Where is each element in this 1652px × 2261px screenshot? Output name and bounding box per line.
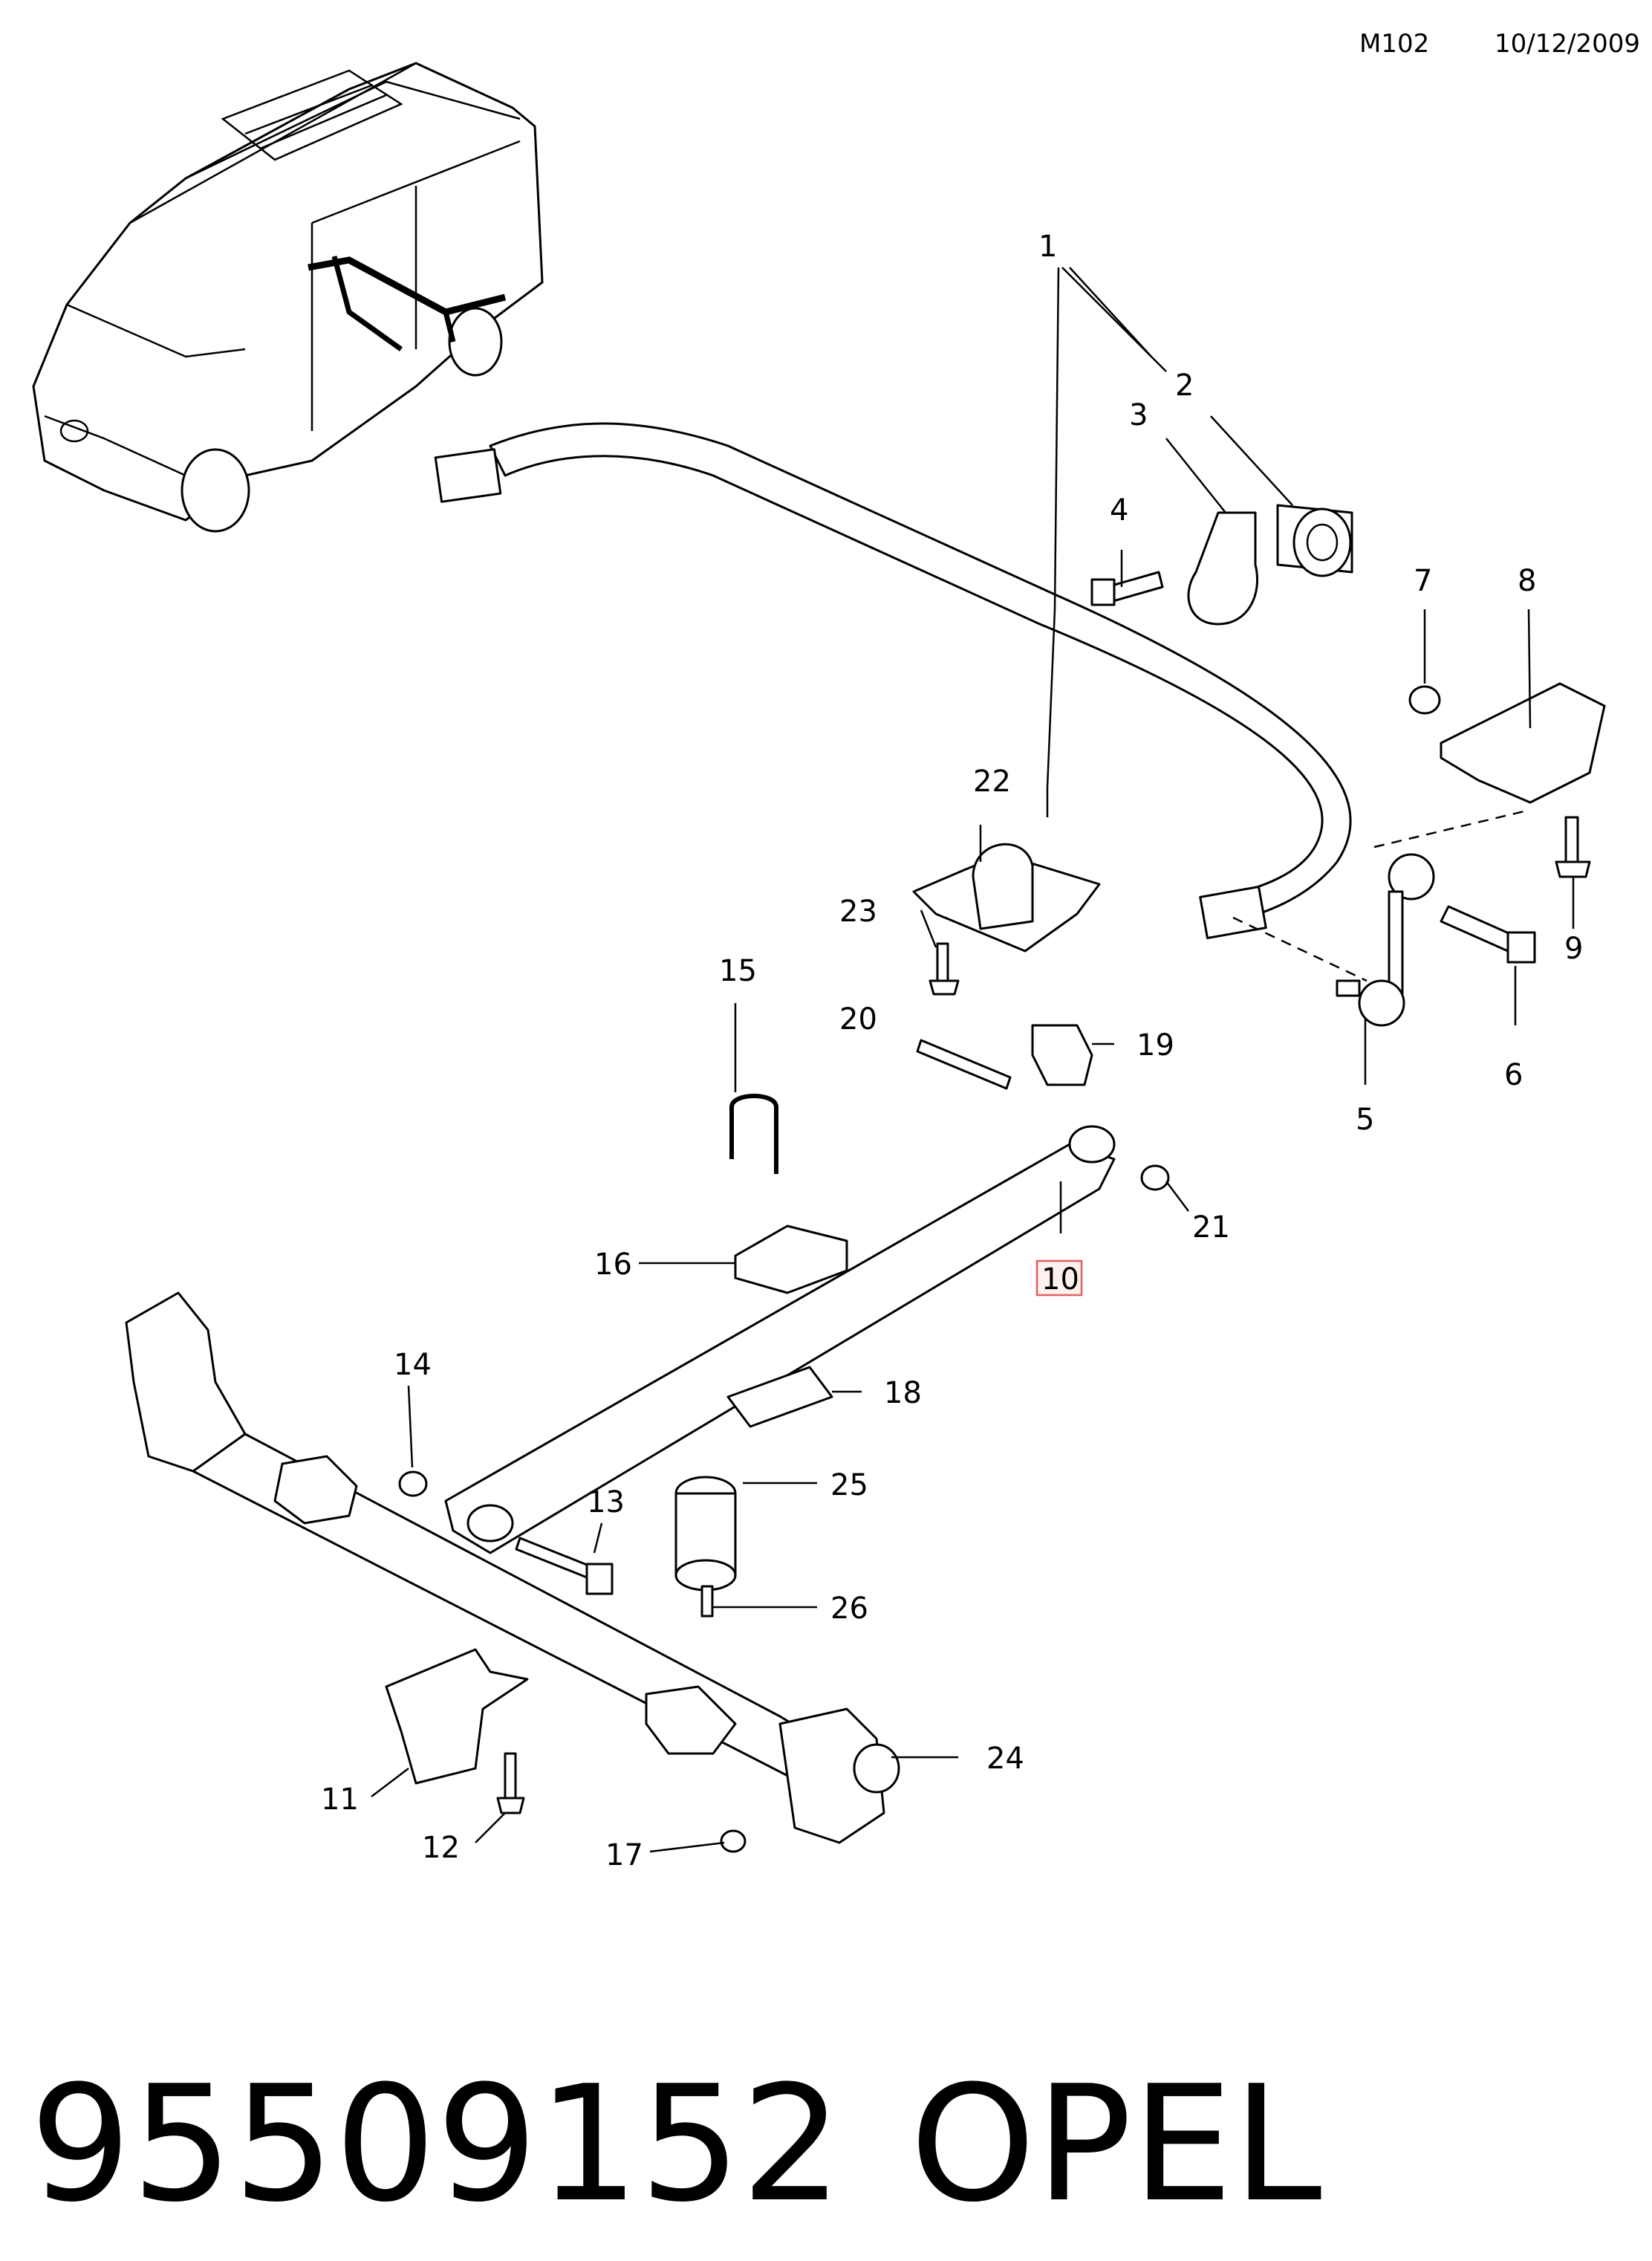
callout-15: 15 [719,954,757,988]
bar-bushing-2 [1276,504,1353,577]
callout-20: 20 [839,1002,877,1037]
nut-21 [1140,1164,1170,1191]
callout-7: 7 [1414,564,1432,598]
bolt-23 [929,942,960,996]
callout-13: 13 [587,1485,625,1519]
callout-4: 4 [1110,493,1128,528]
bolt-26 [700,1585,714,1618]
bolt-12 [496,1752,525,1814]
bolt-6 [1440,905,1536,964]
clamp-plate-22 [912,843,1101,953]
bar-clamp-3 [1187,511,1259,626]
callout-2: 2 [1175,369,1194,403]
callout-22: 22 [973,765,1011,799]
leader-lines [371,267,1575,1853]
diagram-code: M102 [1359,29,1429,59]
callout-18: 18 [884,1376,922,1410]
callout-12: 12 [422,1831,460,1865]
callout-1: 1 [1038,230,1057,264]
callout-10: 10 [1041,1262,1079,1297]
van-thumbnail [32,62,544,533]
bolt-13 [515,1537,614,1595]
pad-18 [726,1366,833,1428]
nut-14 [398,1470,428,1497]
callout-labels: 1 2 3 4 5 6 7 8 9 10 11 12 13 14 15 16 1… [321,230,1583,1872]
shackle-19 [1031,1024,1093,1086]
callout-8: 8 [1518,564,1536,598]
bolt-4 [1090,571,1164,606]
stabilizer-bar [434,422,1352,940]
callout-16: 16 [594,1248,632,1282]
callout-25: 25 [830,1468,868,1502]
bolt-9 [1555,816,1591,878]
callout-19: 19 [1136,1028,1174,1063]
brand-name: OPEL [910,2051,1322,2237]
callout-3: 3 [1129,398,1148,432]
callout-14: 14 [394,1348,432,1382]
callout-6: 6 [1504,1058,1523,1092]
callout-9: 9 [1564,932,1583,966]
link-dashes [1232,808,1531,982]
callout-26: 26 [830,1592,868,1626]
callout-10-highlight [1035,1259,1083,1297]
callout-24: 24 [986,1742,1024,1776]
callout-17: 17 [605,1838,643,1872]
part-number: 95509152 [30,2051,842,2237]
nut-17 [720,1829,747,1853]
axle-beam [125,1291,900,1844]
callout-21: 21 [1192,1210,1230,1245]
stabilizer-link-5 [1336,853,1435,1027]
leaf-spring-10 [444,1125,1116,1554]
callout-23: 23 [839,895,877,929]
mount-bracket-11 [385,1648,529,1785]
u-bolt-15 [729,1094,778,1174]
bump-stop-25 [674,1476,737,1592]
callout-11: 11 [321,1782,359,1817]
diagram-date: 10/12/2009 [1495,29,1640,59]
callout-5: 5 [1356,1103,1374,1137]
link-bracket-8 [1440,682,1606,804]
bolt-20 [916,1039,1012,1090]
nut-7 [1408,685,1441,715]
